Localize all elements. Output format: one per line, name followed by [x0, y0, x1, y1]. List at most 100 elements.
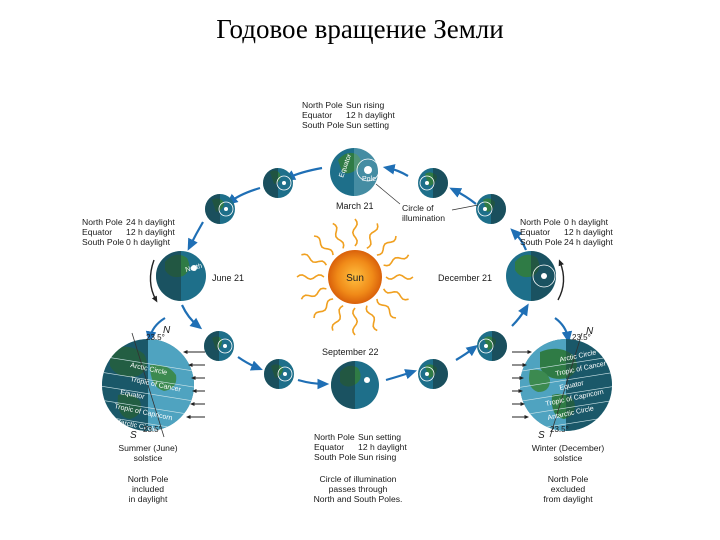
angle-bottom-right: 23.5°: [550, 425, 569, 434]
summer-title-line: solstice: [133, 453, 163, 463]
rotation-arrow: [149, 259, 158, 303]
north-marker-right: N: [586, 326, 594, 337]
winter-solstice-note: North Pole excluded from daylight: [516, 474, 620, 504]
march-row-value: Sun rising: [346, 100, 385, 110]
december-row-label: South Pole: [520, 237, 563, 247]
december-row-label: Equator: [520, 227, 551, 237]
sun-ray: [351, 218, 358, 247]
september-row-label: North Pole: [314, 432, 355, 442]
winter-note-line: North Pole: [547, 474, 589, 484]
december-date: December 21: [438, 273, 493, 283]
sunlight-arrows-left: [183, 350, 205, 419]
december-row-value: 12 h daylight: [564, 227, 613, 237]
orbit-arrow: [297, 378, 330, 390]
summer-note-line: North Pole: [127, 474, 169, 484]
north-marker-left: N: [163, 325, 171, 336]
orbit-arrow: [283, 166, 323, 181]
december-row-value: 24 h daylight: [564, 237, 613, 247]
winter-title-line: Winter (December): [531, 443, 605, 453]
sun-ray: [313, 298, 334, 319]
december-row-label: North Pole: [520, 217, 561, 227]
sun-ray: [332, 222, 345, 249]
sun-ray: [366, 223, 379, 250]
december-row-value: 0 h daylight: [564, 217, 609, 227]
equinox-note-line: passes through: [328, 484, 388, 494]
sun-ray: [382, 288, 409, 301]
equinox-note: Circle of illumination passes through No…: [298, 474, 418, 504]
sun-ray: [352, 307, 359, 336]
june-row-value: 12 h daylight: [126, 227, 175, 237]
equinox-note-line: North and South Poles.: [313, 494, 403, 504]
circle-of-illumination-label: Circle of illumination: [402, 203, 445, 223]
globe-small: [477, 331, 507, 361]
march-date: March 21: [336, 201, 374, 211]
globe-march: Equator Pole: [330, 148, 380, 196]
june-row-value: 24 h daylight: [126, 217, 175, 227]
summer-note-line: included: [131, 484, 164, 494]
june-row-value: 0 h daylight: [126, 237, 171, 247]
orbit-path: [145, 164, 573, 390]
summer-solstice-title: Summer (June) solstice: [98, 443, 198, 463]
orbit-arrow: [455, 344, 479, 361]
sun-ray: [385, 273, 414, 280]
angle-top-right: 23.5°: [572, 333, 591, 342]
sun-ray: [376, 235, 397, 256]
leader-line: [451, 204, 479, 211]
globe-june: North Pole: [156, 251, 219, 301]
page-title: Годовое вращение Земли: [216, 14, 504, 44]
globe-december: [506, 251, 556, 301]
globe-september: [331, 361, 379, 409]
june-row-label: South Pole: [82, 237, 125, 247]
south-marker-left: S: [130, 430, 137, 441]
sun-ray: [365, 305, 378, 332]
summer-note-line: in daylight: [128, 494, 168, 504]
angle-bottom-left: 23.5°: [143, 425, 162, 434]
march-row-label: North Pole: [302, 100, 343, 110]
down-arrow-right: [554, 317, 573, 344]
march-row-label: Equator: [302, 110, 333, 120]
winter-note-line: from daylight: [543, 494, 593, 504]
march-row-value: 12 h daylight: [346, 110, 395, 120]
sun-ray: [300, 287, 327, 300]
sun-ray: [301, 253, 328, 266]
march-row-value: Sun setting: [346, 120, 390, 130]
down-arrow-left: [145, 317, 166, 344]
globe-small: [476, 194, 506, 224]
june-date: June 21: [212, 273, 245, 283]
september-row-value: 12 h daylight: [358, 442, 407, 452]
globe-winter-solstice: Arctic Circle Tropic of Cancer Equator T…: [520, 332, 612, 438]
orbit-arrow: [382, 164, 409, 177]
winter-note-line: excluded: [550, 484, 586, 494]
winter-solstice-title: Winter (December) solstice: [516, 443, 620, 463]
summer-title-line: Summer (June): [118, 443, 178, 453]
sun-label: Sun: [346, 273, 364, 284]
globe-small: [263, 168, 293, 198]
sun: [328, 250, 382, 304]
march-row-label: South Pole: [302, 120, 345, 130]
orbit-arrow: [181, 304, 203, 330]
orbit-arrow: [511, 303, 529, 327]
sun-ray: [383, 254, 410, 267]
winter-title-line: solstice: [553, 453, 583, 463]
orbit-arrow: [510, 228, 528, 251]
rotation-arrow: [557, 259, 565, 301]
sunlight-arrows-right: [512, 350, 532, 419]
globe-summer-solstice: Arctic Circle Tropic of Cancer Equator T…: [102, 332, 194, 438]
sun-rays: [296, 218, 414, 336]
orbit-arrow: [225, 186, 261, 206]
summer-solstice-note: North Pole included in daylight: [98, 474, 198, 504]
september-row-label: Equator: [314, 442, 345, 452]
globe-small: [205, 194, 235, 224]
orbit-arrow: [385, 369, 418, 382]
september-row-label: South Pole: [314, 452, 357, 462]
sun-ray: [376, 298, 397, 319]
september-row-value: Sun rising: [358, 452, 397, 462]
circle-of-illumination-line: Circle of: [402, 203, 434, 213]
circle-of-illumination-line: illumination: [402, 213, 445, 223]
equinox-note-line: Circle of illumination: [319, 474, 397, 484]
